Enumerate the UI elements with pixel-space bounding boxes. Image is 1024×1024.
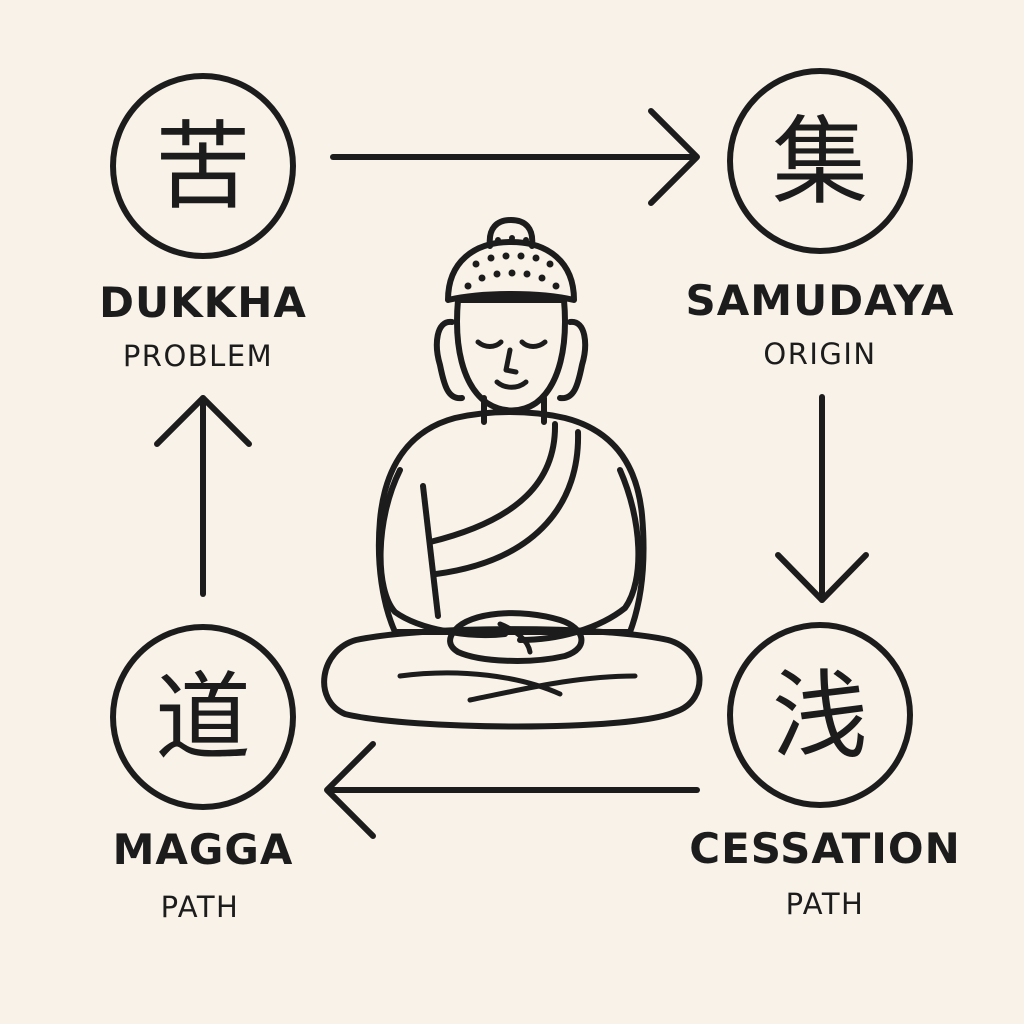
arrow-left-icon: [324, 741, 700, 839]
magga-circle: [110, 624, 296, 810]
magga-glyph: 道: [155, 662, 251, 774]
buddha-left-ear: [433, 319, 465, 402]
buddha-face: [454, 297, 568, 414]
samudaya-circle: [727, 68, 913, 254]
samudaya-title: SAMUDAYA: [686, 276, 955, 325]
magga-subtitle: PATH: [161, 890, 240, 924]
arrow-up-icon: [154, 395, 252, 597]
cessation-circle: [727, 622, 913, 808]
meditating-buddha-icon: [321, 217, 703, 730]
buddha-left-eye: [475, 339, 504, 349]
buddha-finger-line: [497, 621, 533, 655]
buddha-left-arm: [377, 467, 508, 639]
cessation-title: CESSATION: [689, 824, 961, 873]
dukkha-subtitle: PROBLEM: [123, 339, 273, 373]
buddha-leg-fold-2: [467, 673, 638, 703]
buddha-right-eye: [519, 339, 548, 349]
buddha-ushnisha: [486, 217, 536, 249]
node-dukkha: 苦 DUKKHA PROBLEM: [99, 73, 307, 373]
cessation-subtitle: PATH: [786, 887, 865, 921]
buddha-hair-curls: [464, 235, 560, 290]
buddha-robe-sash-edge: [433, 429, 582, 577]
buddha-right-ear: [557, 319, 589, 402]
buddha-hands: [447, 610, 585, 664]
node-cessation: 浅 CESSATION PATH: [689, 622, 961, 921]
buddha-leg-fold-1: [397, 670, 563, 697]
dukkha-title: DUKKHA: [99, 278, 307, 327]
dukkha-glyph: 苦: [155, 111, 251, 223]
cessation-glyph: 浅: [772, 660, 868, 772]
buddha-robe-front: [420, 483, 441, 619]
buddha-robe-sash: [427, 421, 559, 545]
node-samudaya: 集 SAMUDAYA ORIGIN: [686, 68, 955, 371]
arrow-right-icon: [330, 108, 700, 206]
node-magga: 道 MAGGA PATH: [110, 624, 296, 924]
buddha-torso: [375, 409, 647, 635]
arrow-down-icon: [775, 394, 869, 603]
buddha-right-arm: [517, 467, 642, 643]
buddha-hair: [445, 239, 577, 303]
magga-title: MAGGA: [113, 825, 294, 874]
buddha-mouth: [494, 379, 529, 390]
samudaya-subtitle: ORIGIN: [763, 337, 876, 371]
samudaya-glyph: 集: [772, 106, 868, 218]
buddha-nose: [503, 347, 519, 375]
dukkha-circle: [110, 73, 296, 259]
